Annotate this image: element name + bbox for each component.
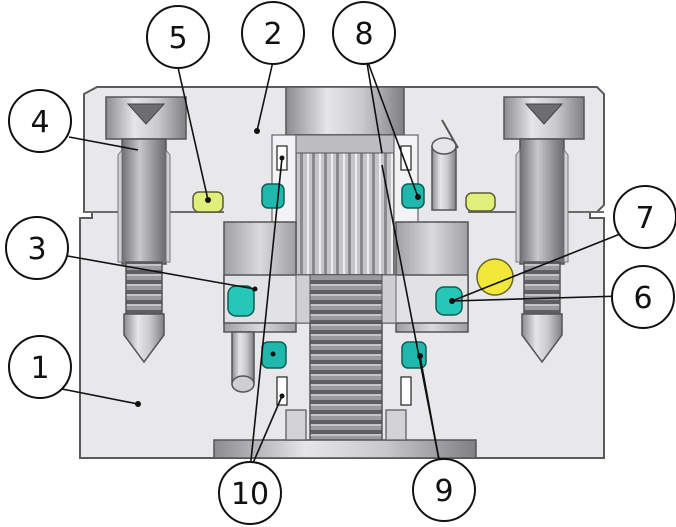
bearing-ring (223, 221, 469, 333)
leader-2 (256, 56, 275, 132)
callout-1: 1 (8, 335, 72, 399)
leader-5 (176, 62, 209, 201)
svg-text:5: 5 (168, 21, 187, 56)
callout-6: 6 (611, 265, 675, 329)
svg-text:4: 4 (30, 105, 49, 140)
leader-7 (451, 231, 626, 302)
right-cap-screw (503, 96, 585, 364)
svg-text:3: 3 (27, 232, 46, 267)
leader-3 (61, 254, 256, 290)
leader-4 (68, 136, 139, 151)
callout-2: 2 (241, 1, 305, 65)
callout-9: 9 (412, 458, 476, 522)
o-ring-upper-left (261, 183, 285, 209)
svg-text:8: 8 (354, 17, 373, 52)
dowel-pin-upper (431, 119, 459, 211)
right-locating-pad (465, 192, 496, 212)
callout-8: 8 (332, 1, 396, 65)
svg-text:10: 10 (231, 477, 269, 512)
o-ring-middle-left (227, 285, 255, 317)
svg-text:9: 9 (434, 474, 453, 509)
leader-8a (365, 56, 383, 154)
svg-text:7: 7 (635, 201, 654, 236)
svg-text:1: 1 (30, 351, 49, 386)
callout-7: 7 (613, 185, 676, 249)
callout-10: 10 (218, 461, 282, 525)
callout-5: 5 (146, 5, 210, 69)
left-cap-screw (105, 96, 187, 364)
dowel-pin-lower (231, 331, 255, 393)
callout-4: 4 (8, 89, 72, 153)
svg-text:6: 6 (633, 281, 652, 316)
leader-10a (249, 157, 283, 471)
leader-1 (51, 386, 139, 405)
svg-text:2: 2 (263, 17, 282, 52)
leader-6 (451, 295, 623, 302)
leader-8b (365, 56, 419, 198)
callout-3: 3 (5, 216, 69, 280)
leader-9b (419, 355, 441, 466)
leader-10b (249, 395, 283, 471)
leader-lines (51, 56, 626, 471)
